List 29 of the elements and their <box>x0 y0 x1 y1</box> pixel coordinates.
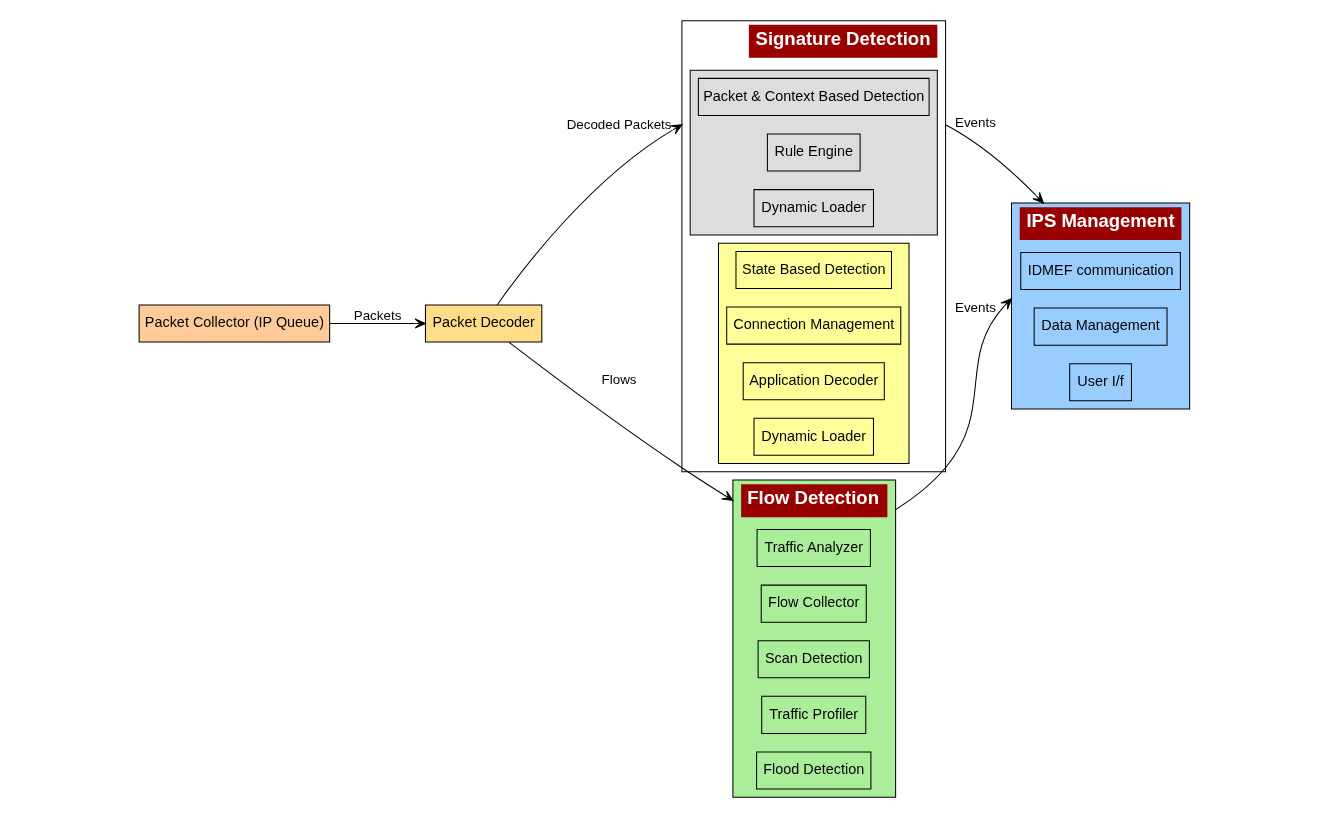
node-box: Packet & Context Based Detection <box>697 77 930 116</box>
node-box: Packet Decoder <box>424 304 543 343</box>
edge-label: Decoded Packets <box>566 117 672 133</box>
node-box: IDMEF communication <box>1020 251 1181 291</box>
node-box: Dynamic Loader <box>753 417 874 456</box>
cluster <box>717 242 910 465</box>
node-box: Traffic Profiler <box>761 695 867 734</box>
arrow <box>496 124 683 306</box>
arrow <box>945 124 1044 204</box>
edge-label: Events <box>955 299 996 315</box>
arrow <box>329 318 426 329</box>
node-box: Dynamic Loader <box>753 189 874 228</box>
node-box: User I/f <box>1069 363 1132 402</box>
node-box: State Based Detection <box>735 250 892 289</box>
node-box: Application Decoder <box>742 362 885 401</box>
edge-label: Packets <box>353 307 402 323</box>
cluster <box>689 69 938 236</box>
edge-label: Events <box>955 115 996 131</box>
node-box: Flood Detection <box>756 751 872 790</box>
node-box: Rule Engine <box>766 133 861 172</box>
node-box: Connection Management <box>726 306 902 345</box>
node-box: Traffic Analyzer <box>756 529 871 568</box>
node-box: Scan Detection <box>757 640 870 679</box>
arrow <box>895 298 1012 511</box>
edge-label: Flows <box>601 371 637 387</box>
node-box: Flow Collector <box>760 584 867 623</box>
arrow <box>508 341 734 501</box>
node-box: Packet Collector (IP Queue) <box>138 304 331 343</box>
node-box: Data Management <box>1033 307 1168 346</box>
